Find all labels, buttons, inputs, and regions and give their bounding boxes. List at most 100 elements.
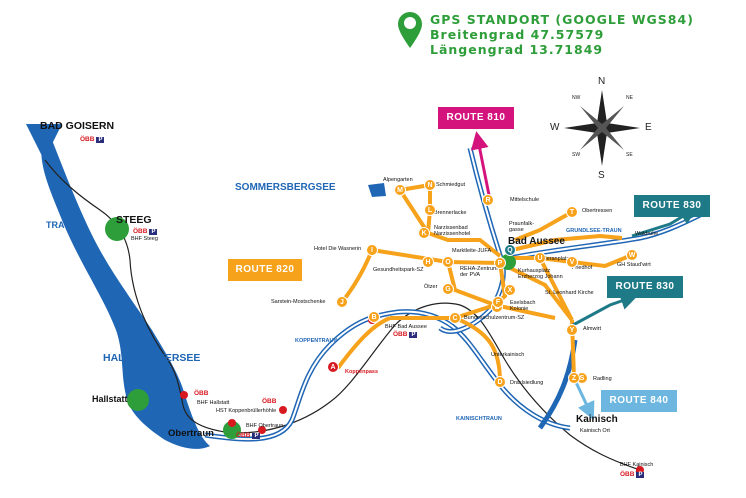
stop-marker-q[interactable]: Q bbox=[504, 244, 516, 256]
compass-sw: SW bbox=[572, 152, 581, 158]
compass-w: W bbox=[550, 122, 560, 133]
stop-bhf-kainisch: BHF Kainisch bbox=[620, 462, 654, 468]
bhf-hallstatt-dot bbox=[180, 391, 188, 399]
stop-eselsbach: Eselsbach Kolonie bbox=[510, 300, 536, 312]
stop-marktleite: Marktleite-JUFA bbox=[452, 248, 492, 254]
compass-rose-icon bbox=[564, 90, 640, 166]
stop-almwirt: Almwirt bbox=[583, 326, 602, 332]
orange-routes bbox=[336, 182, 633, 383]
parking-icon: P bbox=[252, 433, 261, 439]
stop-marker-r[interactable]: R bbox=[482, 194, 494, 206]
parking-icon: P bbox=[149, 229, 158, 235]
stop-marker-i[interactable]: I bbox=[366, 244, 378, 256]
stop-marker-b[interactable]: B bbox=[368, 311, 380, 323]
traun-river-upper bbox=[25, 123, 73, 212]
compass-n: N bbox=[598, 76, 606, 87]
hst-koppen-dot bbox=[279, 406, 287, 414]
obb-hallstatt: ÖBB bbox=[194, 390, 209, 397]
stop-marker-g[interactable]: G bbox=[442, 283, 454, 295]
stop-friedhof: Friedhof bbox=[572, 265, 593, 271]
stop-narzissenbad: Narzissenbad Narzissenhotel bbox=[434, 225, 471, 237]
lake-sommersbergsee: SOMMERSBERGSEE bbox=[235, 182, 336, 193]
stop-praunfalk: Praunfalk- gasse bbox=[509, 221, 535, 233]
route-840-line bbox=[573, 379, 595, 421]
route-810-badge[interactable]: ROUTE 810 bbox=[438, 107, 514, 129]
stop-marker-t[interactable]: T bbox=[566, 206, 578, 218]
stop-marker-a[interactable]: A bbox=[327, 361, 339, 373]
stop-marker-d[interactable]: D bbox=[494, 376, 506, 388]
route-840-badge[interactable]: ROUTE 840 bbox=[601, 390, 677, 412]
stop-radling: Radling bbox=[593, 376, 612, 382]
stop-marker-w[interactable]: W bbox=[626, 249, 638, 261]
sommersbergsee-lake bbox=[368, 183, 386, 197]
route-830a-badge[interactable]: ROUTE 830 bbox=[634, 195, 710, 217]
stop-bhf-aussee: BHF Bad Aussee bbox=[385, 324, 427, 330]
stop-marker-x[interactable]: X bbox=[504, 284, 516, 296]
stop-marker-o[interactable]: O bbox=[442, 256, 454, 268]
river-koppentraun-label: KOPPENTRAUN bbox=[295, 338, 338, 344]
stop-marker-l[interactable]: L bbox=[424, 204, 436, 216]
hallstatt-town-circle bbox=[127, 389, 149, 411]
stop-bhf-obertraun: BHF Obertraun bbox=[246, 423, 284, 429]
stop-gh-staud: GH Staud'wirt bbox=[617, 262, 651, 268]
stop-sarstein: Sarstein-Mostschenke bbox=[271, 299, 326, 305]
stop-bundesschulzentrum: Bundesschulzentrum-SZ bbox=[464, 315, 525, 321]
river-traun-label: TRAUN bbox=[46, 220, 78, 230]
stop-marker-u[interactable]: U bbox=[534, 252, 546, 264]
gps-longitude: Längengrad 13.71849 bbox=[430, 42, 604, 57]
stop-marker-c[interactable]: C bbox=[449, 312, 461, 324]
route-830b-badge[interactable]: ROUTE 830 bbox=[607, 276, 683, 298]
stop-marker-m[interactable]: M bbox=[394, 184, 406, 196]
place-obertraun: Obertraun bbox=[168, 428, 214, 439]
stop-marker-f[interactable]: F bbox=[492, 296, 504, 308]
stop-hotel-wasnerin: Hotel Die Wasnerin bbox=[314, 246, 362, 252]
stop-marker-z[interactable]: Z bbox=[568, 372, 580, 384]
stop-alpengarten: Alpengarten bbox=[383, 177, 413, 183]
stop-marker-n[interactable]: N bbox=[424, 179, 436, 191]
railway-line bbox=[44, 159, 644, 473]
route-830b-line bbox=[572, 292, 639, 327]
stop-marker-v[interactable]: V bbox=[566, 256, 578, 268]
gps-pin-icon bbox=[398, 12, 422, 48]
stop-st-leonhard: St. Leonhard Kirche bbox=[545, 290, 594, 296]
gps-title: GPS STANDORT (GOOGLE WGS84) bbox=[430, 12, 694, 27]
stop-brennerlacke: Brennerlacke bbox=[434, 210, 467, 216]
compass-e: E bbox=[645, 122, 652, 133]
lake-hallstaettersee: HALLSTÄTTERSEE bbox=[103, 352, 201, 364]
place-hallstatt: Hallstatt bbox=[92, 394, 128, 404]
stop-bhf-steeg: BHF Steeg bbox=[131, 236, 158, 242]
stop-unterkainisch: Unterkainisch bbox=[491, 352, 525, 358]
stop-marker-k[interactable]: K bbox=[418, 227, 430, 239]
stop-koppenpass: Koppenpass bbox=[345, 369, 379, 375]
stop-marker-y[interactable]: Y bbox=[566, 324, 578, 336]
compass-s: S bbox=[598, 170, 605, 181]
steeg-town-circle bbox=[105, 217, 129, 241]
compass-ne: NE bbox=[626, 95, 633, 101]
stop-draxlsiedlung: Draxlsiedlung bbox=[510, 380, 544, 386]
stop-marker-h[interactable]: H bbox=[422, 256, 434, 268]
route-810-line bbox=[470, 131, 492, 201]
stop-kainisch-ort: Kainisch Ort bbox=[580, 428, 610, 434]
stop-kurhausplatz: Kurhausplatz Erzherzog Johann bbox=[518, 268, 563, 280]
stop-oetzer: Ötzer bbox=[424, 284, 438, 290]
route-820-badge[interactable]: ROUTE 820 bbox=[228, 259, 302, 281]
bhf-obertraun2-dot bbox=[258, 426, 266, 434]
parking-icon: P bbox=[96, 137, 105, 143]
place-steeg: STEEG bbox=[116, 214, 152, 226]
stop-obertressen: Obertressen bbox=[582, 208, 613, 214]
compass-nw: NW bbox=[572, 95, 581, 101]
bhf-obertraun-dot bbox=[228, 419, 236, 427]
stop-marker-p[interactable]: P bbox=[494, 257, 506, 269]
gps-info: GPS STANDORT (GOOGLE WGS84) Breitengrad … bbox=[430, 12, 694, 57]
parking-icon: P bbox=[409, 332, 418, 338]
stop-marker-j[interactable]: J bbox=[336, 296, 348, 308]
stop-meranplatz: Meranplatz bbox=[542, 256, 570, 262]
place-bad-goisern: BAD GOISERN bbox=[40, 120, 115, 132]
stop-bhf-hallstatt: BHF Hallstatt bbox=[197, 400, 230, 406]
parking-icon: P bbox=[636, 472, 645, 478]
stop-reha: REHA-Zentrum der PVA bbox=[460, 266, 498, 278]
